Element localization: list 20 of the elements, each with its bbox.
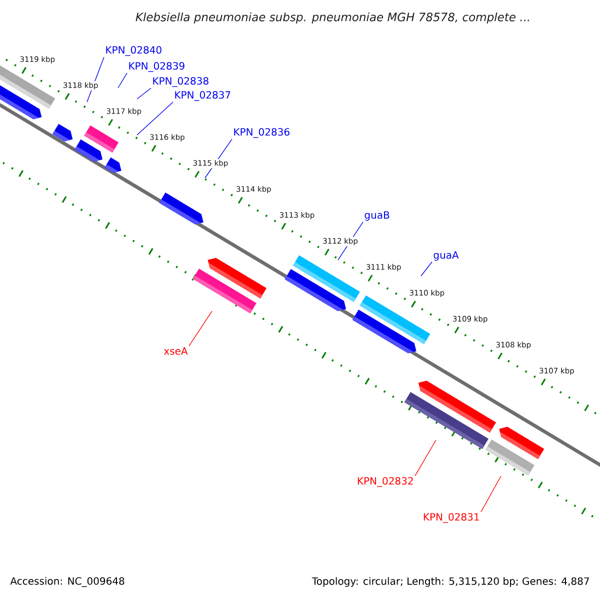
leader-line [136, 102, 174, 136]
gene-label: KPN_02838 [153, 77, 208, 87]
leader-line [136, 88, 152, 100]
gene-label: xseA [164, 347, 188, 355]
gene-label: guaB [364, 211, 390, 221]
genome-info-text: Topology: circular; Length: 5,315,120 bp; Genes: 4,887 [312, 577, 589, 587]
gene-label: KPN_02840 [106, 46, 162, 56]
leader-line [480, 476, 502, 512]
gene-label: KPN_02839 [129, 62, 184, 72]
gene-label: KPN_02831 [424, 513, 479, 523]
accession-text: Accession: NC_009648 [10, 577, 124, 587]
leader-line [118, 72, 128, 88]
leader-line [414, 440, 436, 476]
gene-label: KPN_02837 [175, 91, 230, 101]
title: Klebsiella pneumoniae subsp. pneumoniae MGH 78578, complete ... [136, 12, 530, 24]
leader-line [420, 262, 432, 276]
leader-line [188, 310, 212, 346]
gene-label: KPN_02832 [358, 477, 413, 487]
gene-label: KPN_02836 [234, 128, 290, 138]
gene-label: guaA [434, 251, 459, 261]
